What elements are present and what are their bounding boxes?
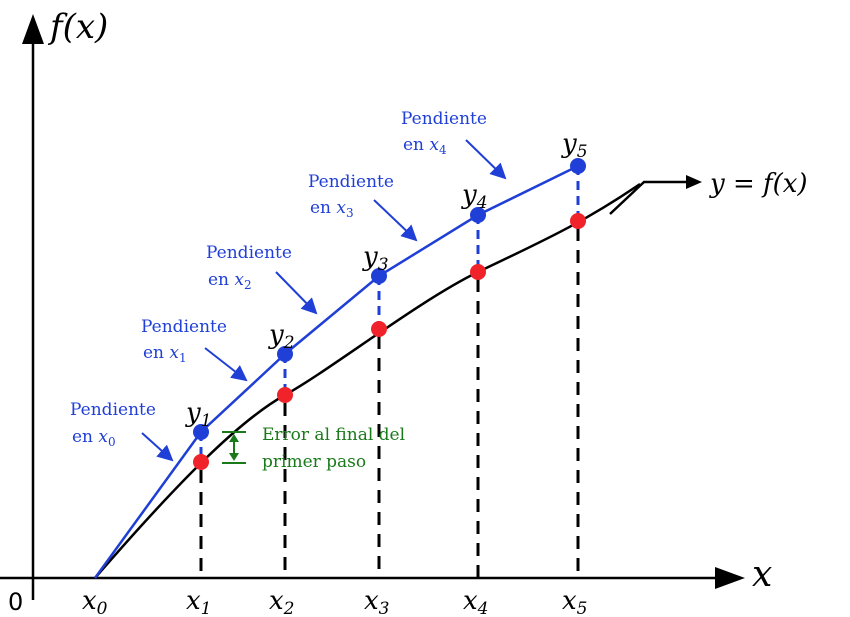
slope-note-1-line2: en x1 [143,343,187,365]
error-indicator [222,431,246,464]
slope-arrow-3 [373,199,418,242]
error-note-line1: Error al final del [262,425,405,445]
euler-point-4 [470,207,486,223]
slope-note-4-line2: en x4 [403,135,447,157]
slope-notes: Pendiente en x0 Pendiente en x1 Pendient… [70,109,487,449]
error-connectors [199,166,580,462]
curve-label: y = f(x) [709,169,808,199]
slope-arrow-0 [141,432,174,462]
grid-dashes [199,228,580,578]
label-y2: y2 [268,320,295,353]
error-arrow-up [229,434,239,442]
slope-note-2-line1: Pendiente [206,243,292,263]
slope-note-2-line2: en x2 [208,270,252,292]
slope-arrow-1 [204,347,248,382]
tick-x0: x0 [82,586,108,617]
label-y5: y5 [561,129,588,162]
euler-point-1 [193,424,209,440]
slope-note-0-line1: Pendiente [70,400,156,420]
label-y1: y1 [185,398,212,431]
origin-label: 0 [8,588,23,616]
y-axis-arrowhead [22,14,44,44]
slope-arrow-2 [275,271,318,315]
x-tick-labels: x0 x1 x2 x3 x4 x5 [82,586,588,617]
euler-points [193,158,586,440]
label-y4: y4 [461,180,488,213]
true-point-1 [193,454,209,470]
error-note: Error al final del primer paso [262,425,405,472]
label-y3: y3 [362,242,389,275]
slope-note-4-line1: Pendiente [401,109,487,129]
euler-point-3 [371,268,387,284]
slope-arrows [141,139,507,462]
tick-x4: x4 [463,586,489,617]
true-point-3 [371,321,387,337]
slope-note-3-line1: Pendiente [308,172,394,192]
slope-note-0-line2: en x0 [72,427,116,449]
y-axis-label: f(x) [47,7,108,47]
x-axis-label: x [752,554,772,595]
x-axis-arrowhead [715,567,745,589]
slope-note-3-line2: en x3 [310,198,354,220]
euler-point-5 [570,158,586,174]
error-arrow-down [229,453,239,461]
tick-x1: x1 [186,586,212,617]
tick-x2: x2 [269,586,295,617]
euler-polyline [93,164,579,579]
slope-arrow-4 [465,139,507,180]
slope-note-1-line1: Pendiente [141,317,227,337]
true-point-2 [277,387,293,403]
error-note-line2: primer paso [262,452,366,472]
euler-point-2 [277,346,293,362]
curve-label-leader [609,180,690,215]
true-points [193,213,586,470]
true-point-4 [470,264,486,280]
true-point-5 [570,213,586,229]
tick-x3: x3 [364,586,390,617]
tick-x5: x5 [562,586,588,617]
curve-label-arrowhead [686,175,702,189]
